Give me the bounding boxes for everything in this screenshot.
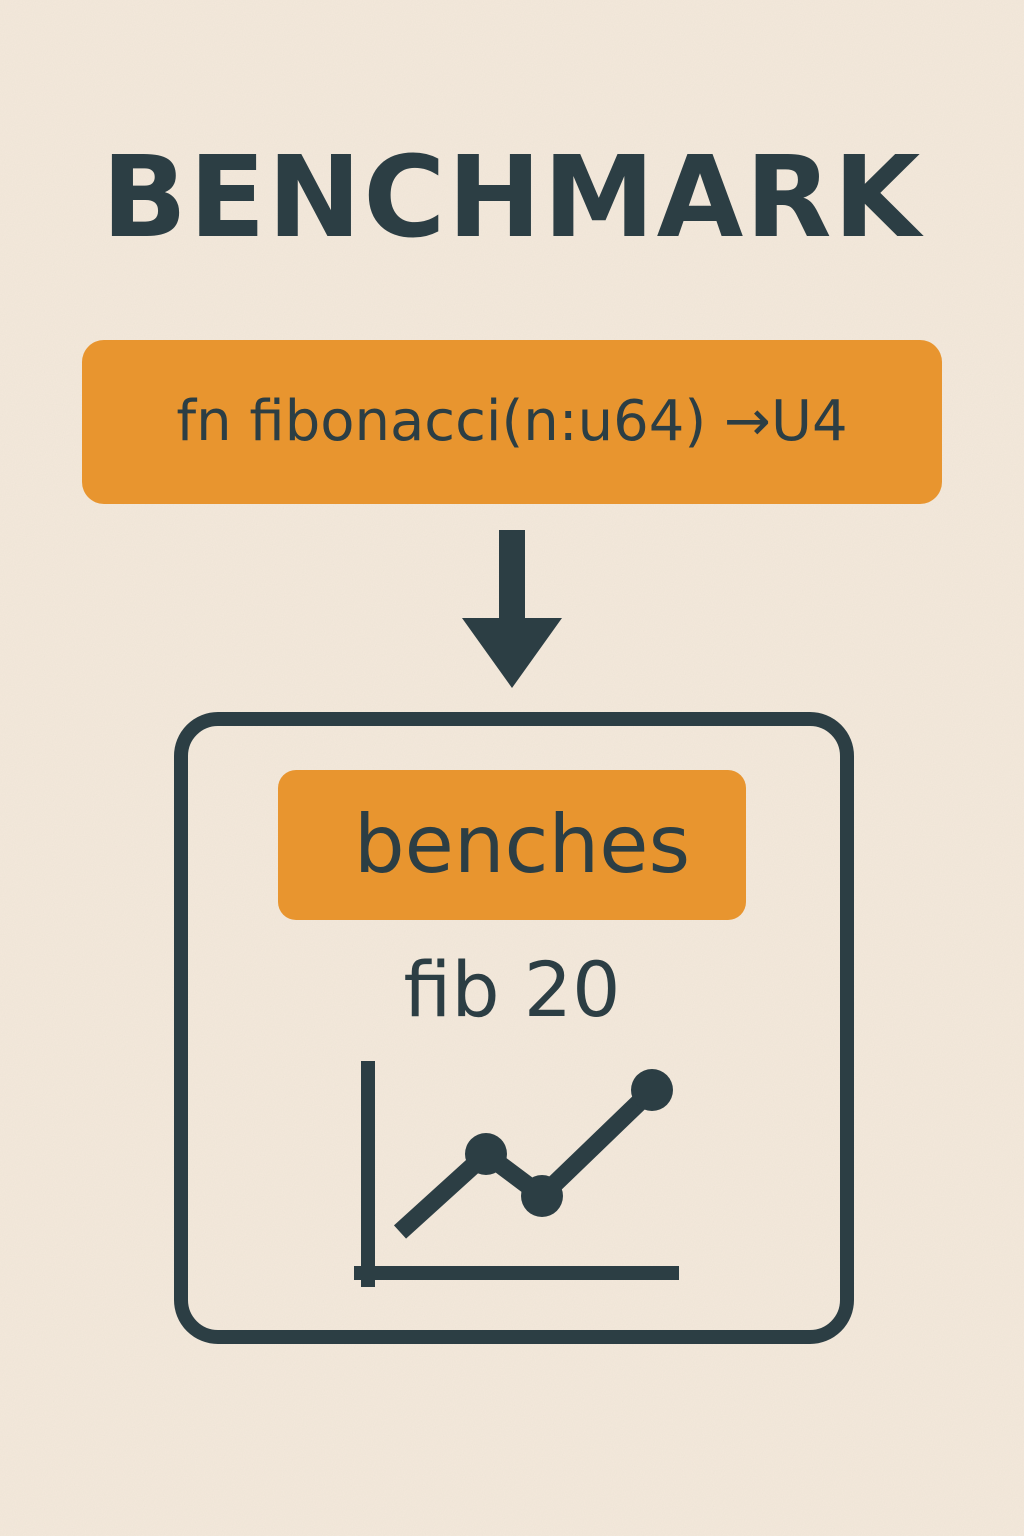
arrow-shaft [499,530,525,622]
arrow-head [462,618,562,688]
function-signature-text: fn fibonacci(n:u64) →U4 [176,389,848,454]
benches-label: benches [353,798,691,891]
chart-point [465,1133,507,1175]
line-chart-icon [354,1061,679,1287]
chart-point [521,1175,563,1217]
page-title: BENCHMARK [101,133,923,263]
benchmark-name: fib 20 [403,945,621,1034]
chart-point [631,1069,673,1111]
function-signature-box: fn fibonacci(n:u64) →U4 [82,340,942,504]
arrow-down-icon [462,530,562,688]
chart-line [393,1083,659,1239]
benches-frame [174,712,854,1344]
benches-label-box: benches [278,770,746,920]
